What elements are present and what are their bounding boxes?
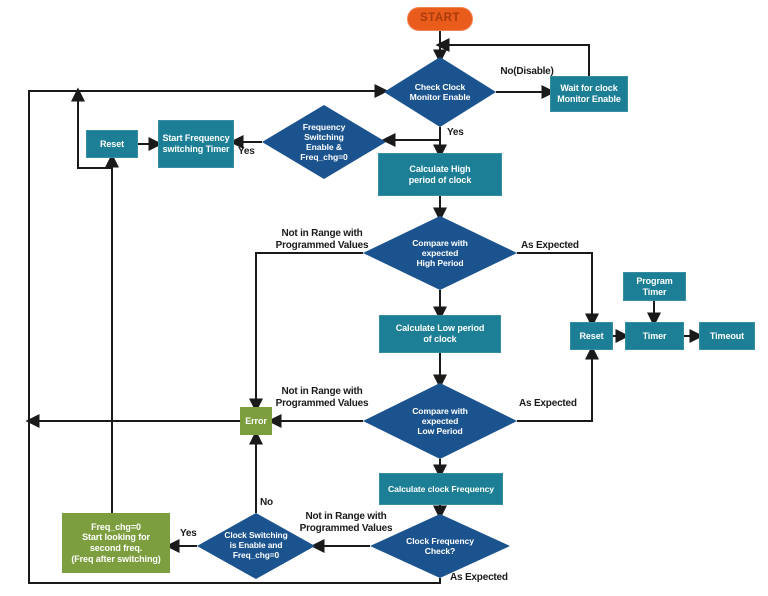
label-as-expected-high: As Expected [521, 240, 579, 251]
label-yes-clock-switching: Yes [180, 528, 197, 539]
edge-compare-high-notinrange-to-error [249, 252, 363, 413]
timeout-box: Timeout [699, 322, 755, 350]
edge-compare-high-asexpected-to-reset-right [517, 252, 599, 328]
calculate-clock-frequency-box: Calculate clock Frequency [379, 473, 503, 505]
error-box: Error [240, 407, 272, 435]
label-yes-freq-switching: Yes [238, 146, 255, 157]
start-terminator: START [407, 7, 473, 31]
label-as-expected-freq: As Expected [450, 572, 508, 583]
label-not-in-range-low: Not in Range with Programmed Values [275, 386, 369, 409]
reset-box-left: Reset [86, 130, 138, 158]
label-as-expected-low: As Expected [519, 398, 577, 409]
edge-clock-freq-asexpected-loopback [28, 84, 441, 584]
reset-box-right: Reset [570, 322, 613, 350]
freq-chg-box: Freq_chg=0 Start looking for second freq… [62, 513, 170, 573]
label-not-in-range-freq: Not in Range with Programmed Values [299, 511, 393, 534]
label-no-clock-switching: No [260, 497, 273, 508]
edge-compare-low-asexpected-to-reset-right [517, 345, 599, 422]
edge-freq-chg-branch-to-main-line [71, 87, 112, 169]
start-frequency-timer-box: Start Frequency switching Timer [158, 120, 234, 168]
wait-clock-monitor-box: Wait for clock Monitor Enable [550, 76, 628, 112]
calculate-low-period-box: Calculate Low period of clock [379, 315, 501, 353]
timer-box: Timer [625, 322, 684, 350]
label-yes-check-clock: Yes [447, 127, 464, 138]
label-no-disable: No(Disable) [500, 66, 554, 77]
edge-wait-loopback [435, 38, 590, 76]
calculate-high-period-box: Calculate High period of clock [378, 153, 502, 196]
program-timer-box: Program Timer [623, 272, 686, 301]
label-not-in-range-high: Not in Range with Programmed Values [275, 228, 369, 251]
